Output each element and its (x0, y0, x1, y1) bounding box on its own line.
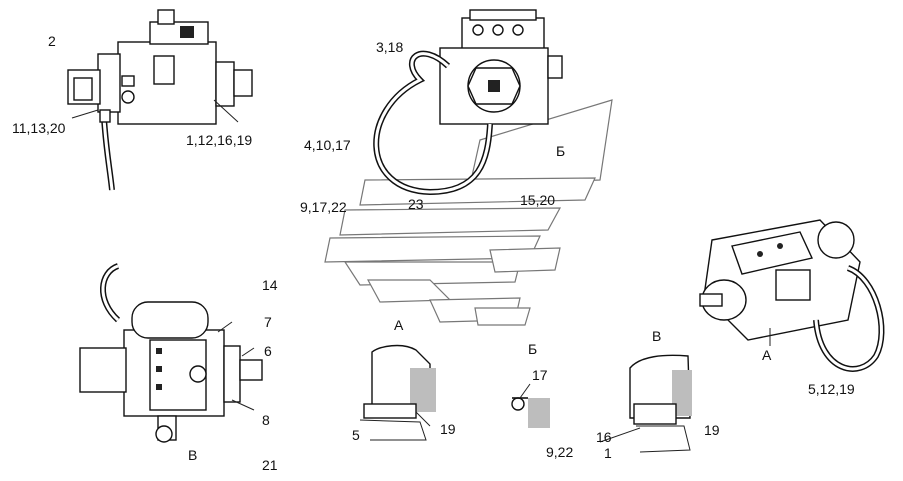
pump-front-view-top (373, 9, 563, 196)
callout-7: 7 (264, 314, 272, 330)
callout-9-22: 9,22 (546, 444, 574, 460)
callout-2: 2 (48, 33, 56, 49)
callout-16: 16 (596, 429, 612, 445)
pump-side-view-bottom (79, 263, 263, 443)
callout-8: 8 (262, 412, 270, 428)
callout-9-17-22: 9,17,22 (300, 199, 347, 215)
callout-17: 17 (532, 367, 548, 383)
callout-5: 5 (352, 427, 360, 443)
pump-isometric-view (699, 219, 885, 372)
detail-label-A: А (394, 317, 404, 333)
callout-6: 6 (264, 343, 272, 359)
callout-21: 21 (262, 457, 278, 473)
watermark-logo (324, 99, 613, 326)
detail-B (511, 397, 550, 428)
callout-4-10-17: 4,10,17 (304, 137, 351, 153)
detail-label-B: Б (528, 341, 538, 357)
leader-lines (71, 99, 771, 443)
callout-14: 14 (262, 277, 278, 293)
view-label-B-top: Б (556, 143, 566, 159)
callout-1-12-16-19: 1,12,16,19 (186, 132, 253, 148)
detail-V (629, 354, 692, 453)
callout-5-12-19: 5,12,19 (808, 381, 855, 397)
callout-11-13-20: 11,13,20 (12, 120, 66, 136)
detail-A (359, 344, 436, 441)
callout-15-20: 15,20 (520, 192, 556, 208)
callout-3-18: 3,18 (376, 39, 404, 55)
callout-1: 1 (604, 445, 612, 461)
view-label-A-right: А (762, 347, 772, 363)
callout-19-detail-A: 19 (440, 421, 456, 437)
pump-side-view-top (67, 9, 253, 191)
detail-label-V: В (652, 328, 662, 344)
callout-23: 23 (408, 196, 424, 212)
callout-19-detail-V: 19 (704, 422, 720, 438)
view-label-V-left: В (188, 447, 198, 463)
